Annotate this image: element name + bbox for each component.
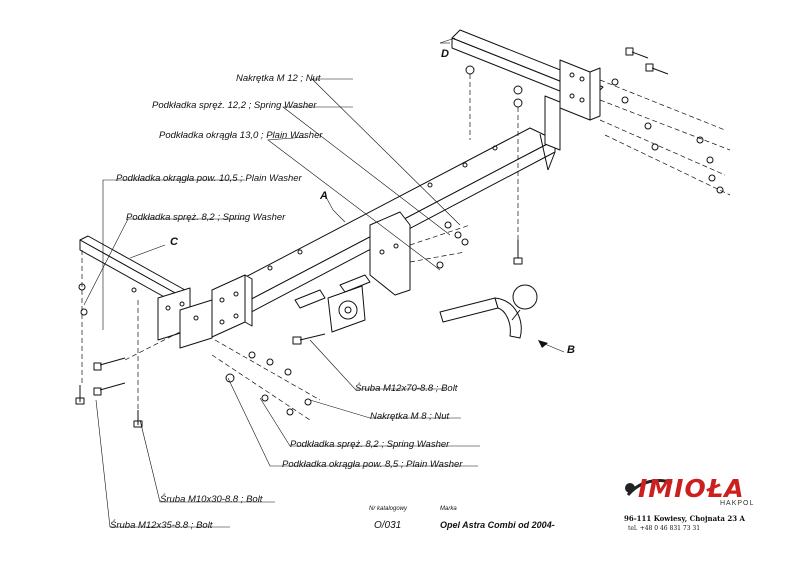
bracket-d bbox=[451, 29, 604, 151]
callout-nut-m12: Nakrętka M 12 ; Nut bbox=[236, 73, 321, 84]
bolts-right bbox=[75, 47, 669, 428]
manufacturer-phone: tel. +48 0 46 831 73 31 bbox=[628, 525, 701, 532]
part-label-d: D bbox=[441, 48, 449, 60]
socket-plate bbox=[327, 285, 366, 333]
callout-spring-washer-8-2-top: Podkładka spręż. 8,2 ; Spring Washer bbox=[126, 212, 286, 223]
callout-bolt-m12x70: Śruba M12x70-8.8 ; Bolt bbox=[355, 383, 458, 394]
brand-caption: Marka bbox=[440, 506, 457, 512]
callout-plain-washer-13: Podkładka okrągła 13,0 ; Plain Washer bbox=[159, 130, 323, 141]
callout-nut-m8: Nakrętka M 8 ; Nut bbox=[370, 411, 450, 422]
ball-neck-b bbox=[439, 284, 538, 339]
callout-plain-washer-10-5: Podkładka okrągła pow. 10,5 ; Plain Wash… bbox=[116, 173, 302, 184]
callout-spring-washer-12-2: Podkładka spręż. 12,2 ; Spring Washer bbox=[152, 100, 317, 111]
manufacturer-logo: IMIOŁA bbox=[638, 474, 745, 503]
vehicle-model: Opel Astra Combi od 2004- bbox=[440, 520, 555, 530]
callout-spring-washer-8-2: Podkładka spręż. 8,2 ; Spring Washer bbox=[290, 439, 450, 450]
catalog-number: O/031 bbox=[374, 520, 402, 531]
left-mount-plate bbox=[211, 274, 253, 338]
catalog-number-caption: Nr katalogowy bbox=[369, 506, 408, 512]
part-label-b: B bbox=[567, 344, 575, 356]
callout-bolt-m12x35: Śruba M12x35-8.8 ; Bolt bbox=[110, 520, 213, 531]
crossbar-holes bbox=[267, 145, 498, 271]
callout-plain-washer-8-5: Podkładka okrągła pow. 8,5 ; Plain Washe… bbox=[282, 459, 463, 470]
part-label-c: C bbox=[170, 236, 178, 248]
manufacturer-address: 96-111 Kowiesy, Chojnata 23 A bbox=[624, 514, 745, 523]
part-label-a: A bbox=[320, 190, 328, 202]
center-mount-bracket bbox=[294, 211, 411, 309]
bracket-c bbox=[79, 235, 213, 349]
callout-bolt-m10x30: Śruba M10x30-8.8 ; Bolt bbox=[160, 494, 263, 505]
washers-nuts bbox=[78, 65, 724, 416]
manufacturer-logo-subtext: HAKPOL bbox=[720, 500, 755, 507]
